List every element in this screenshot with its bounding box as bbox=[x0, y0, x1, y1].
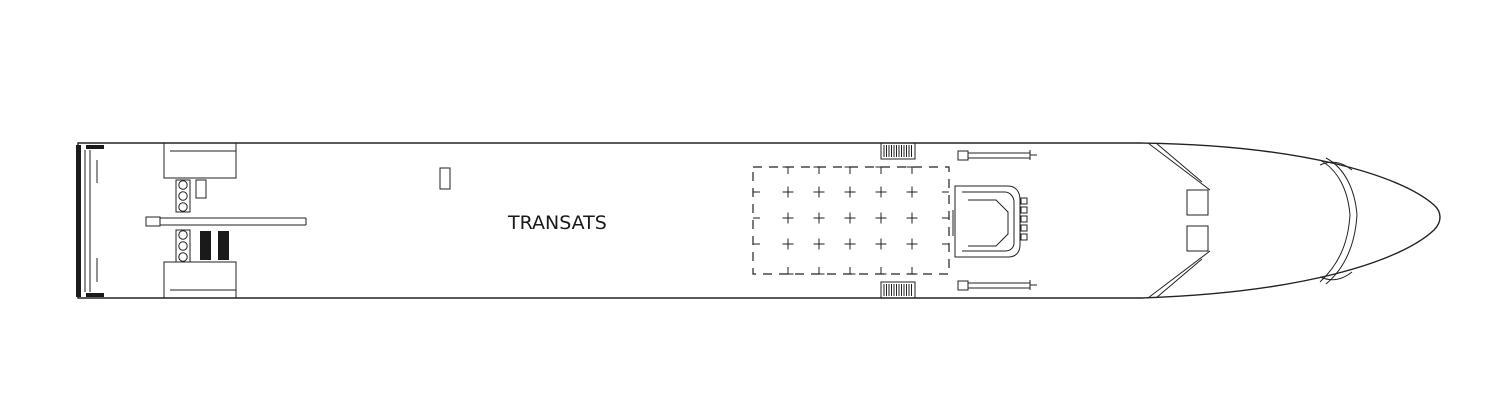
stair-bottom bbox=[880, 281, 916, 299]
bow-hatch bbox=[1319, 157, 1358, 285]
hatch-small bbox=[439, 167, 451, 190]
area-label: TRANSATS bbox=[507, 212, 607, 234]
stair-top bbox=[880, 142, 916, 160]
hull-outline bbox=[77, 142, 1441, 299]
stern-edge bbox=[76, 145, 104, 297]
stern-structure-top bbox=[163, 142, 237, 213]
davit-top bbox=[957, 150, 1037, 161]
stern-gangway bbox=[145, 216, 307, 227]
wheelhouse bbox=[952, 185, 1028, 258]
bow-railing bbox=[1147, 142, 1211, 299]
deck-chair-area bbox=[752, 166, 950, 275]
stern-structure-bottom bbox=[163, 229, 237, 299]
davit-bottom bbox=[957, 280, 1037, 291]
